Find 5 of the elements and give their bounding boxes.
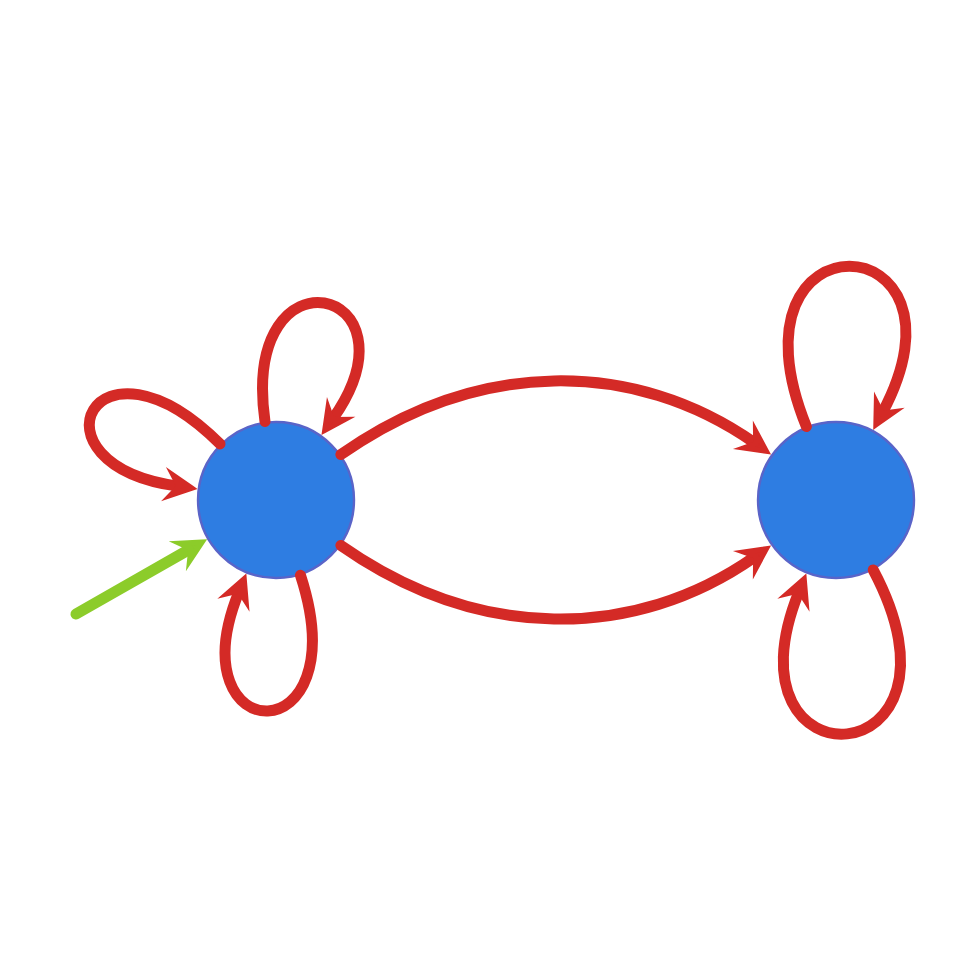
loop-arrow [782,260,912,433]
loop-arrow [217,569,318,717]
state-circle [756,420,916,580]
state-circle [196,420,356,580]
loop-arrow [777,564,906,740]
